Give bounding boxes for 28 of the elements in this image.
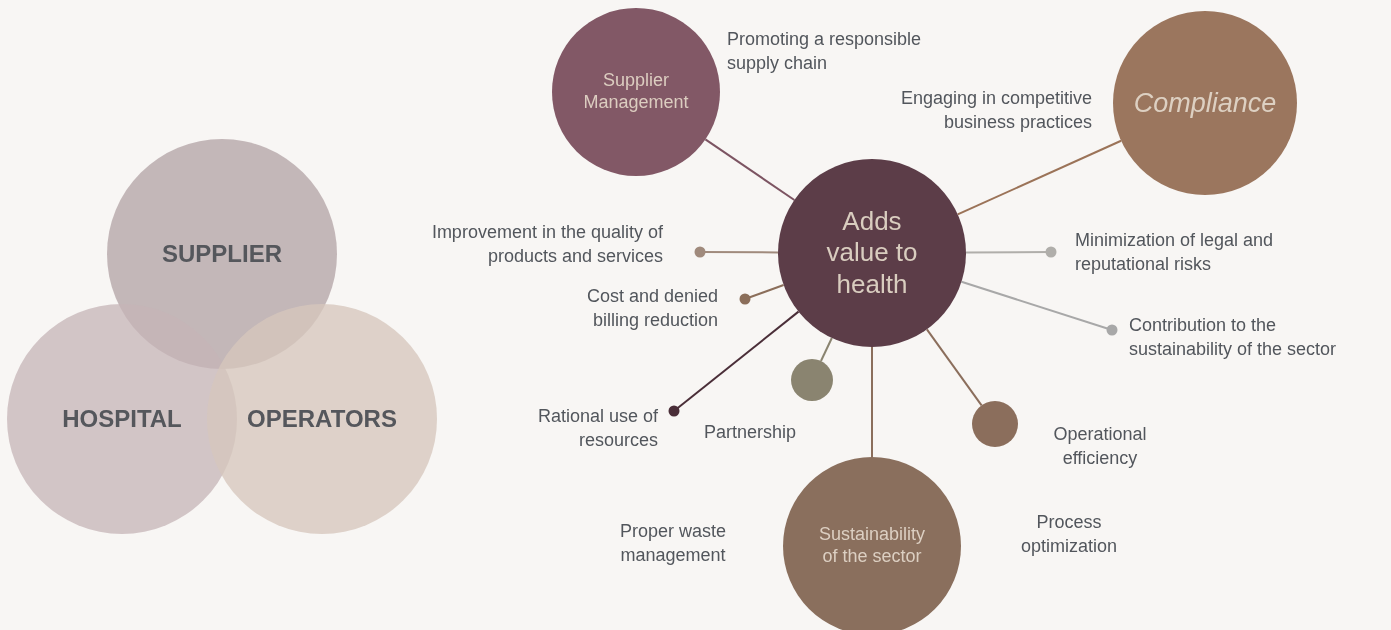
caption-text: Promoting a responsible supply chain bbox=[727, 28, 923, 75]
caption-text: Partnership bbox=[704, 421, 798, 444]
dot-connector bbox=[960, 280, 1118, 336]
topic-circle: Supplier Management bbox=[552, 8, 720, 176]
callout-text: Rational use of resources bbox=[500, 404, 674, 452]
connector-line bbox=[871, 346, 873, 458]
topic-circle: Sustainability of the sector bbox=[783, 457, 961, 630]
connector-line bbox=[956, 139, 1123, 216]
topic-circle: Compliance bbox=[1113, 11, 1297, 195]
connector-line bbox=[704, 138, 796, 202]
dot-connector bbox=[965, 246, 1057, 258]
callout-text: Improvement in the quality of products and services bbox=[428, 220, 700, 268]
dot-circle bbox=[972, 401, 1018, 447]
dot-connector bbox=[668, 310, 800, 417]
caption-text: Engaging in competitive business practices bbox=[899, 87, 1092, 134]
caption-text: Process optimization bbox=[1019, 511, 1118, 558]
dot-connector bbox=[694, 246, 779, 258]
dot-connector bbox=[739, 284, 785, 305]
callout-text: Minimization of legal and reputational risks bbox=[1051, 228, 1277, 276]
callout-text: Cost and denied billing reduction bbox=[550, 284, 745, 332]
venn-circle: OPERATORS bbox=[207, 304, 437, 534]
connector-line bbox=[925, 328, 983, 407]
hub-circle: Adds value to health bbox=[778, 159, 966, 347]
callout-text: Contribution to the sustainability of the sector bbox=[1112, 313, 1366, 361]
caption-text: Proper waste management bbox=[618, 520, 728, 567]
dot-circle bbox=[791, 359, 833, 401]
connector-line bbox=[819, 337, 833, 362]
caption-text: Operational efficiency bbox=[1052, 423, 1148, 470]
